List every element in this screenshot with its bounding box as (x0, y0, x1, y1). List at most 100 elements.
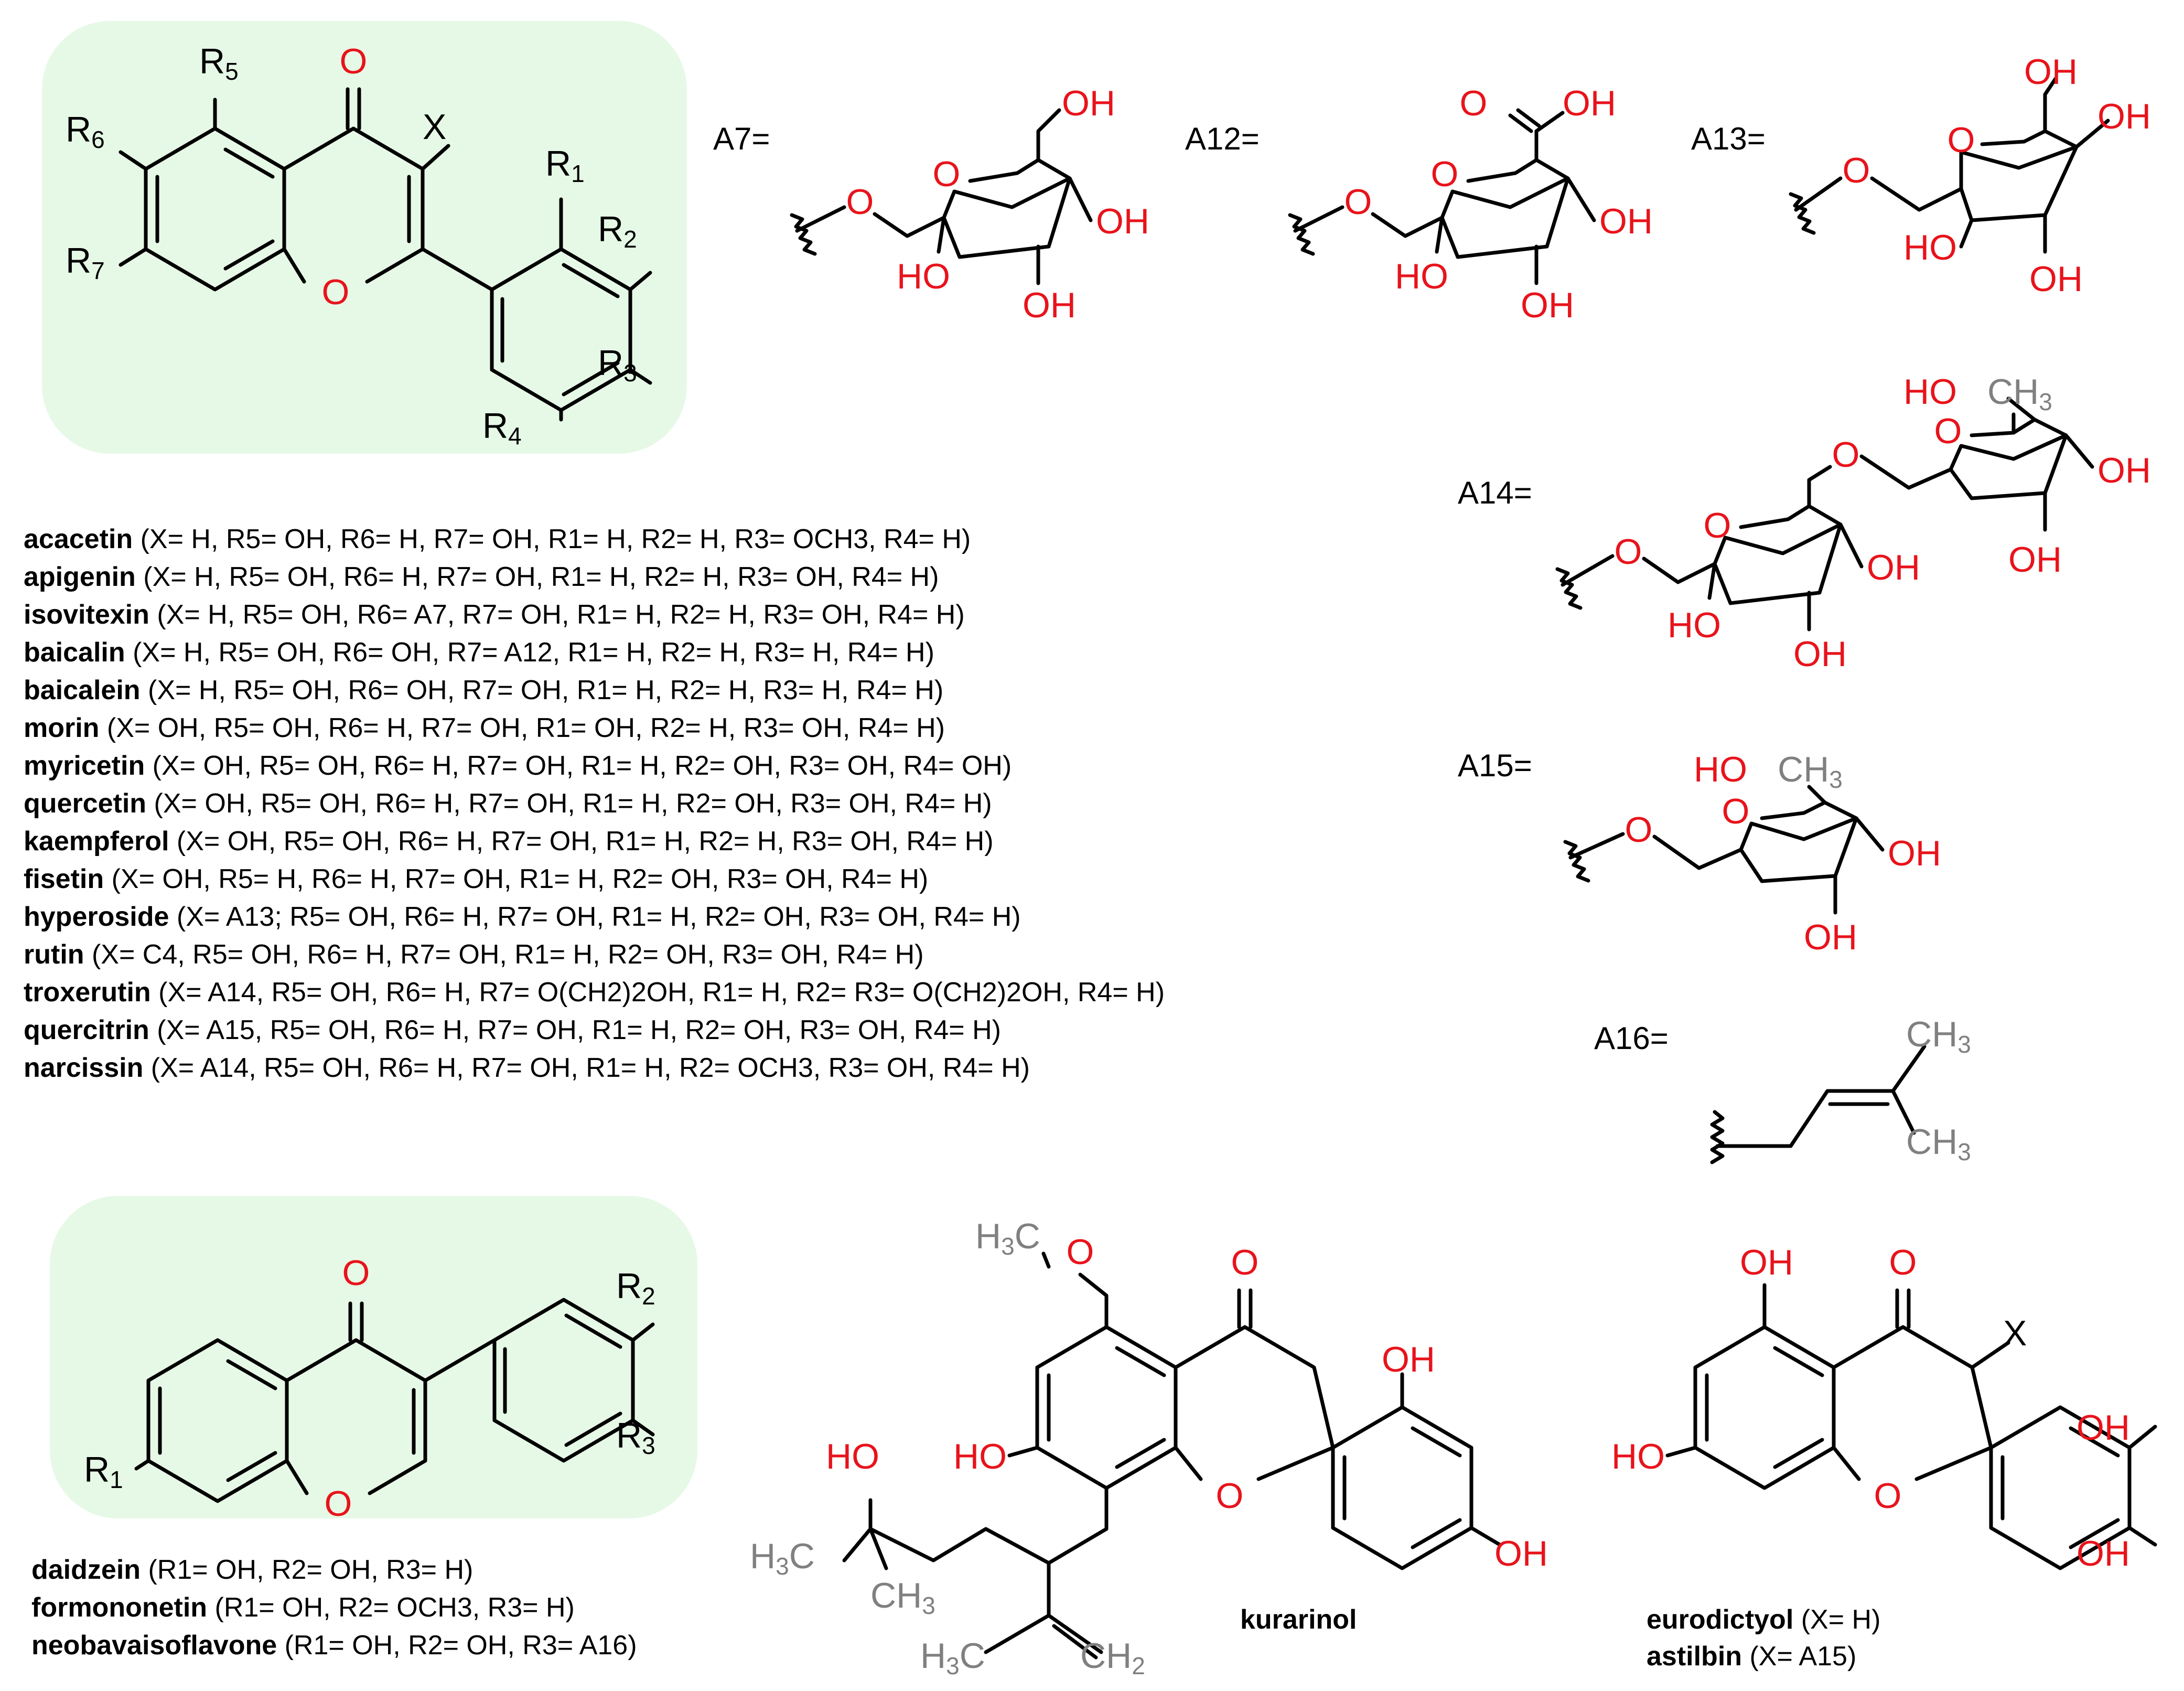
sugar-a15: A15= O O HO CH3 OH OH (1458, 748, 1941, 957)
a14-ring2-o: O (1934, 411, 1962, 451)
a14-oh-2: OH (1793, 634, 1847, 674)
kurarinol-h3c-side: H3C (750, 1536, 815, 1580)
a13-link-o: O (1843, 151, 1870, 190)
a14-ring2-ho: HO (1903, 372, 1957, 412)
flavone-compound-baicalin: baicalin (X= H, R5= OH, R6= OH, R7= A12,… (24, 637, 934, 668)
a12-acid-o: O (1460, 83, 1488, 123)
a7-ring-o: O (933, 154, 961, 194)
a7-label: A7= (713, 121, 770, 156)
eurodictyol-compound-astilbin: astilbin (X= A15) (1647, 1641, 1856, 1672)
flavone-compound-isovitexin: isovitexin (X= H, R5= OH, R6= A7, R7= OH… (24, 600, 965, 630)
kurarinol-h3c-isopropenyl: H3C (920, 1636, 985, 1679)
flavone-compound-kaempferol: kaempferol (X= OH, R5= OH, R6= H, R7= OH… (24, 826, 994, 857)
a7-oh-2: OH (1023, 285, 1076, 325)
kurarinol-oh-2prime: OH (1382, 1340, 1435, 1379)
sugar-a16: A16= CH3 CH3 (1594, 1014, 1971, 1165)
a14-ring2-oh-2: OH (2008, 540, 2062, 580)
sugar-a13: A13= O O OH OH OH HO (1691, 52, 2151, 299)
a15-oh-1: OH (1888, 833, 1941, 873)
a14-ho: HO (1667, 605, 1721, 645)
flavone-compound-quercetin: quercetin (X= OH, R5= OH, R6= H, R7= OH,… (24, 788, 992, 819)
kurarinol-ch2-isopropenyl: CH2 (1080, 1636, 1145, 1679)
flavone-compound-quercitrin: quercitrin (X= A15, R5= OH, R6= H, R7= O… (24, 1015, 1001, 1045)
sugar-a12: A12= O O O OH OH OH HO (1185, 83, 1653, 325)
eurodictyol-compound-eurodictyol: eurodictyol (X= H) (1647, 1604, 1880, 1635)
a16-ch3-bottom: CH3 (1906, 1122, 1971, 1165)
a13-oh-2: OH (2029, 259, 2083, 299)
a13-label: A13= (1691, 121, 1766, 156)
flavone-compound-morin: morin (X= OH, R5= OH, R6= H, R7= OH, R1=… (24, 713, 945, 743)
kurarinol-ho-7: HO (953, 1437, 1007, 1476)
a13-oh-ch2: OH (2024, 52, 2078, 92)
a13-oh-1: OH (2097, 97, 2151, 136)
eurodictyol-oh-5: OH (1740, 1243, 1793, 1282)
isoflavone-scaffold-structure: O O R1 R2 R3 (84, 1253, 655, 1524)
svg-text:H3C: H3C (750, 1536, 815, 1580)
sugar-a14: A14= O O O O HO CH3 OH OH OH OH HO (1458, 372, 2151, 674)
svg-text:CH3: CH3 (1906, 1014, 1971, 1058)
flavone-x: X (423, 107, 446, 147)
isoflavone-compound-formononetin: formononetin (R1= OH, R2= OCH3, R3= H) (31, 1592, 575, 1623)
a7-oh-1: OH (1096, 201, 1149, 241)
svg-text:CH3: CH3 (1778, 750, 1843, 793)
a15-ch3: CH3 (1778, 750, 1843, 793)
a7-link-o: O (846, 182, 874, 222)
kurarinol-ho-side: HO (826, 1437, 879, 1476)
eurodictyol-oh-3prime: OH (2077, 1408, 2130, 1448)
a12-ho: HO (1395, 256, 1448, 296)
a12-link-o: O (1344, 182, 1372, 222)
a12-oh-1: OH (1599, 201, 1653, 241)
a14-ring2-ch3: CH3 (1987, 372, 2052, 415)
a16-ch3-top: CH3 (1906, 1014, 1971, 1058)
svg-text:H3C: H3C (975, 1216, 1040, 1260)
a14-bridge-o: O (1832, 435, 1860, 475)
a12-oh-2: OH (1521, 285, 1574, 325)
svg-text:H3C: H3C (920, 1636, 985, 1679)
isoflavone-r3: R3 (616, 1416, 655, 1459)
isoflavone-ring-o: O (325, 1484, 352, 1524)
eurodictyol-ring-o: O (1874, 1476, 1902, 1516)
svg-text:CH3: CH3 (1906, 1122, 1971, 1165)
a12-label: A12= (1185, 121, 1260, 156)
eurodictyol-compound-list: eurodictyol (X= H) astilbin (X= A15) (1647, 1604, 1880, 1672)
flavone-compound-list: acacetin (X= H, R5= OH, R6= H, R7= OH, R… (24, 524, 1165, 1083)
a12-acid-oh: OH (1563, 83, 1616, 123)
svg-text:R3: R3 (616, 1416, 655, 1459)
flavone-compound-fisetin: fisetin (X= OH, R5= H, R6= H, R7= OH, R1… (24, 864, 928, 894)
kurarinol-methoxy-o: O (1067, 1232, 1094, 1272)
isoflavone-keto-o: O (342, 1253, 370, 1293)
isoflavone-compound-list: daidzein (R1= OH, R2= OH, R3= H) formonon… (31, 1555, 637, 1661)
a15-ring-o: O (1722, 791, 1750, 831)
flavone-compound-troxerutin: troxerutin (X= A14, R5= OH, R6= H, R7= O… (24, 977, 1165, 1008)
a7-oh-ch2: OH (1062, 83, 1115, 123)
isoflavone-compound-neobavaisoflavone: neobavaisoflavone (R1= OH, R2= OH, R3= A… (31, 1630, 637, 1661)
a12-ring-o: O (1431, 154, 1459, 194)
flavone-scaffold-structure: O O X R5 R6 R7 R1 R2 R3 R4 (66, 41, 652, 449)
svg-text:CH3: CH3 (1987, 372, 2052, 415)
a14-label: A14= (1458, 475, 1532, 510)
flavone-keto-o: O (340, 41, 368, 81)
a13-ring-o: O (1948, 120, 1975, 160)
isoflavone-compound-daidzein: daidzein (R1= OH, R2= OH, R3= H) (31, 1555, 473, 1585)
a15-label: A15= (1458, 748, 1532, 783)
flavone-compound-hyperoside: hyperoside (X= A13; R5= OH, R6= H, R7= O… (24, 902, 1021, 932)
eurodictyol-structure: OH O X HO O OH OH eurodictyol (X= H)asti… (1611, 1243, 2157, 1672)
flavone-compound-apigenin: apigenin (X= H, R5= OH, R6= H, R7= OH, R… (24, 562, 939, 592)
kurarinol-ch3-side: CH3 (870, 1576, 935, 1619)
flavone-compound-rutin: rutin (X= C4, R5= OH, R6= H, R7= OH, R1=… (24, 939, 924, 970)
a14-ring2-oh-1: OH (2097, 451, 2151, 490)
a14-oh-1: OH (1867, 548, 1920, 587)
kurarinol-keto-o: O (1231, 1243, 1259, 1282)
kurarinol-ring-o: O (1216, 1476, 1244, 1516)
flavone-compound-baicalein: baicalein (X= H, R5= OH, R6= OH, R7= OH,… (24, 675, 943, 705)
a14-ring-o: O (1704, 506, 1731, 545)
flavone-ring-o: O (322, 272, 350, 312)
flavone-compound-acacetin: acacetin (X= H, R5= OH, R6= H, R7= OH, R… (24, 524, 971, 554)
kurarinol-structure: O H3C O O HO OH OH HO H3C CH3 H3C CH2 ku… (750, 1216, 1548, 1679)
sugar-a7: A7= O O OH OH OH HO (713, 83, 1149, 325)
eurodictyol-ho-7: HO (1611, 1437, 1665, 1476)
a15-ho: HO (1694, 750, 1747, 789)
a15-link-o: O (1625, 810, 1653, 850)
a14-link-o: O (1615, 532, 1642, 572)
